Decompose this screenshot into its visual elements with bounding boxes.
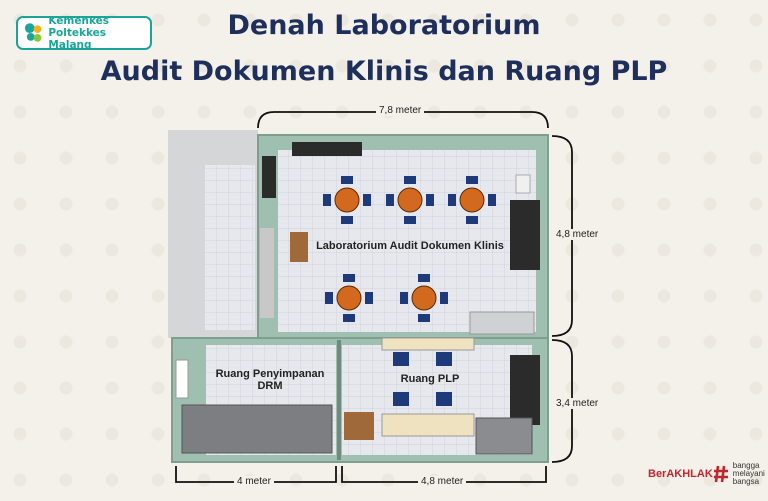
storage-room-label-line2: DRM: [257, 380, 283, 392]
kemenkes-logo-icon: [24, 23, 42, 42]
slogan-line2: melayani: [732, 469, 765, 478]
plp-cabinet: [475, 417, 533, 455]
storage-room-label: Ruang Penyimpanan DRM: [200, 368, 340, 392]
table-group-3: [459, 187, 485, 213]
ac-unit: [515, 174, 531, 194]
dimension-bottom-right: 4,8 meter: [418, 476, 467, 487]
logo-line2: Poltekkes Malang: [48, 27, 107, 51]
lecturer-desk: [290, 232, 308, 262]
berakhlak-brand: BerAKHLAK: [648, 468, 713, 480]
window-right-2: [510, 355, 540, 425]
whiteboard: [292, 142, 362, 156]
left-corridor-floor: [205, 165, 255, 330]
wall-screen-left: [262, 156, 276, 198]
page-title-line2: Audit Dokumen Klinis dan Ruang PLP: [100, 56, 668, 87]
plp-shelf: [344, 412, 374, 440]
table-group-2: [397, 187, 423, 213]
door-storage: [175, 359, 189, 399]
chairs: [323, 176, 496, 322]
slogan-line1: bangga: [732, 461, 760, 470]
drm-shelves: [181, 404, 333, 454]
door-left: [260, 228, 274, 318]
window-right-1: [510, 200, 540, 270]
table-group-4: [336, 285, 362, 311]
storage-room-label-line1: Ruang Penyimpanan: [215, 368, 325, 380]
plp-chairs: [393, 352, 452, 406]
lab-room-label: Laboratorium Audit Dokumen Klinis: [316, 240, 504, 252]
slogan-line3: bangsa: [732, 477, 760, 486]
lab-cabinet: [469, 311, 535, 335]
plp-room-label: Ruang PLP: [400, 373, 460, 385]
plp-desks: [381, 337, 475, 437]
logo-line1: Kemenkes: [48, 15, 110, 27]
dimension-bottom-left: 4 meter: [234, 476, 274, 487]
round-tables: [334, 187, 485, 311]
dimension-right-upper: 4,8 meter: [553, 229, 602, 240]
dimension-top: 7,8 meter: [376, 105, 425, 116]
kemenkes-logo: Kemenkes Poltekkes Malang: [16, 15, 152, 51]
dimension-right-lower: 3,4 meter: [553, 398, 602, 409]
hashtag-icon: [713, 465, 728, 483]
berakhlak-badge: BerAKHLAK bangga melayani bangsa: [648, 462, 765, 486]
table-group-1: [334, 187, 360, 213]
table-group-5: [411, 285, 437, 311]
page-title-line1: Denah Laboratorium: [227, 10, 541, 41]
